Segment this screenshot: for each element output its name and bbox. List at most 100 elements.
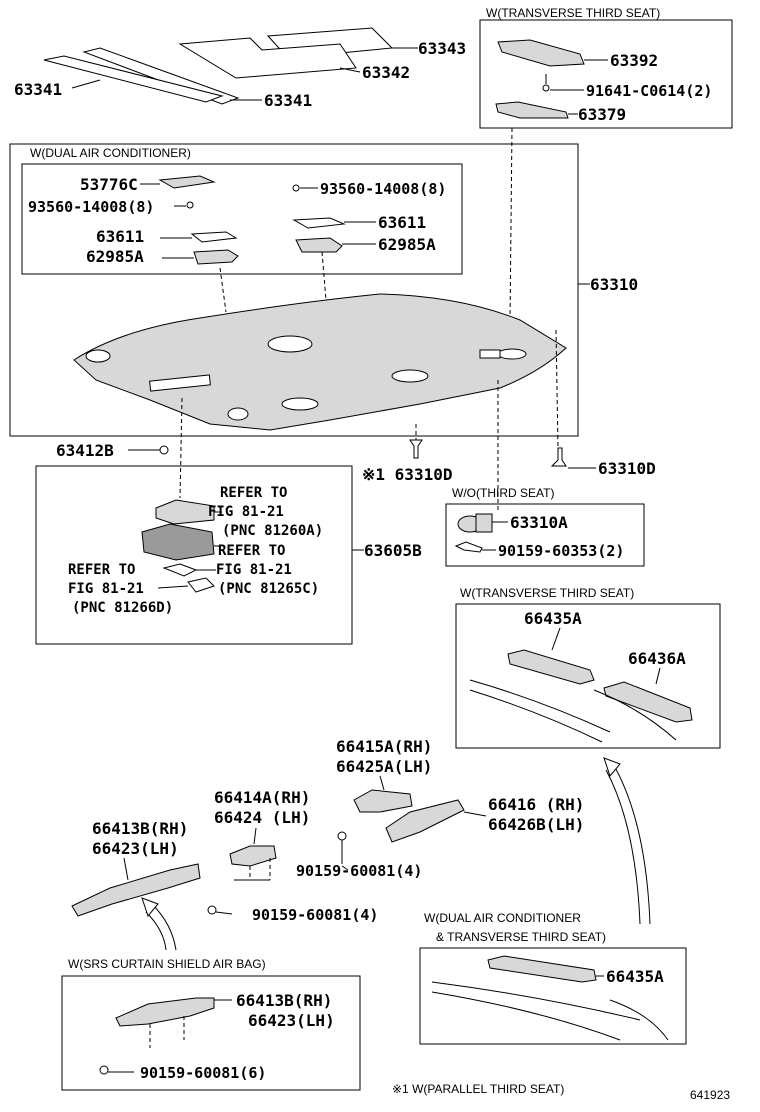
transverse-seat-box-mid xyxy=(455,603,721,749)
ref-2-line-c: (PNC 81265C) xyxy=(218,581,319,597)
label-63341-right: 63341 xyxy=(264,91,312,110)
label-53776c: 53776C xyxy=(80,175,138,194)
part-66414a-shape xyxy=(229,845,277,867)
label-63342: 63342 xyxy=(362,63,410,82)
label-63611-left: 63611 xyxy=(96,227,144,246)
part-62985a-left-shape xyxy=(193,249,239,265)
screw-90159-c-head xyxy=(99,1065,109,1075)
ref-3-line-c: (PNC 81266D) xyxy=(72,600,173,616)
label-66414a: 66414A(RH) xyxy=(214,788,310,807)
board-63342 xyxy=(178,37,357,79)
dual-ac-inner-box xyxy=(21,163,463,275)
label-66423: 66423(LH) xyxy=(92,839,179,858)
part-66436a-shape xyxy=(603,681,693,723)
clip-93560-left xyxy=(186,201,194,209)
label-66435a-top: 66435A xyxy=(524,609,582,628)
caption-srs: W(SRS CURTAIN SHIELD AIR BAG) xyxy=(68,957,266,971)
screw-90159-60353 xyxy=(454,541,483,553)
label-66425a: 66425A(LH) xyxy=(336,757,432,776)
screw-90159-b-head xyxy=(207,905,217,915)
screw-91641 xyxy=(542,84,550,92)
clip-93560-right xyxy=(292,184,300,192)
part-63310a-body xyxy=(475,513,493,533)
label-63379: 63379 xyxy=(578,105,626,124)
arrow-to-mid-box xyxy=(611,761,651,925)
board-63341-lower xyxy=(43,55,224,103)
label-66426b: 66426B(LH) xyxy=(488,815,584,834)
label-63343: 63343 xyxy=(418,39,466,58)
part-63611-right-shape xyxy=(292,217,346,229)
dome-lamp-box xyxy=(35,465,353,645)
label-93560-right: 93560-14008(8) xyxy=(320,180,446,198)
ref-1-line-c: (PNC 81260A) xyxy=(222,523,323,539)
label-63341-left: 63341 xyxy=(14,80,62,99)
arrow-head-mid xyxy=(603,757,621,778)
part-66416-shape xyxy=(385,799,465,843)
srs-box xyxy=(61,975,361,1091)
headliner-shape xyxy=(73,293,567,431)
label-66413b-bottom: 66413B(RH) xyxy=(236,991,332,1010)
dual-trans-box xyxy=(419,947,687,1045)
label-63310: 63310 xyxy=(590,275,638,294)
lamp-housing-shape xyxy=(141,523,215,561)
trim-boards-group xyxy=(43,27,418,105)
label-66424: 66424 (LH) xyxy=(214,808,310,827)
label-63310d-right: 63310D xyxy=(598,459,656,478)
part-63379-shape xyxy=(495,101,569,119)
label-63392: 63392 xyxy=(610,51,658,70)
roof-line-bottom-2 xyxy=(431,991,621,1041)
caption-dual-ac: W(DUAL AIR CONDITIONER) xyxy=(30,146,191,160)
roof-line-mid-2 xyxy=(469,689,603,743)
label-90159-b: 90159-60081(4) xyxy=(252,906,378,924)
label-93560-left: 93560-14008(8) xyxy=(28,198,154,216)
label-66416: 66416 (RH) xyxy=(488,795,584,814)
label-62985a-right: 62985A xyxy=(378,235,436,254)
caption-dual-trans-2: & TRANSVERSE THIRD SEAT) xyxy=(436,930,606,944)
transverse-seat-box-top xyxy=(479,19,733,129)
part-66435a-bottom-shape xyxy=(487,955,597,983)
roof-line-bottom-1 xyxy=(431,981,641,1021)
roof-line-mid-1 xyxy=(469,679,611,733)
label-90159-a: 90159-60081(4) xyxy=(296,862,422,880)
caption-transverse-mid: W(TRANSVERSE THIRD SEAT) xyxy=(460,586,634,600)
part-66415a-shape xyxy=(353,789,413,813)
label-62985a-left: 62985A xyxy=(86,247,144,266)
label-66436a: 66436A xyxy=(628,649,686,668)
clip-63412b xyxy=(159,445,169,455)
part-62985a-right-shape xyxy=(295,237,343,253)
part-63611-left-shape xyxy=(190,231,238,243)
label-91641: 91641-C0614(2) xyxy=(586,82,712,100)
lamp-81266d-shape xyxy=(187,577,215,593)
part-66435a-top-shape xyxy=(507,649,595,685)
ref-2-line-b: FIG 81-21 xyxy=(216,562,292,578)
ref-1-line-a: REFER TO xyxy=(220,485,287,501)
ref-1-line-b: FIG 81-21 xyxy=(208,504,284,520)
arrow-head-srs xyxy=(141,897,159,918)
label-66413b: 66413B(RH) xyxy=(92,819,188,838)
ref-3-line-a: REFER TO xyxy=(68,562,135,578)
clip-63310d-right xyxy=(550,447,567,467)
label-90159-60353: 90159-60353(2) xyxy=(498,542,624,560)
label-63310a: 63310A xyxy=(510,513,568,532)
ref-3-line-b: FIG 81-21 xyxy=(68,581,144,597)
caption-dual-trans-1: W(DUAL AIR CONDITIONER xyxy=(424,911,581,925)
figure-number: 641923 xyxy=(690,1088,730,1102)
ref-2-line-a: REFER TO xyxy=(218,543,285,559)
label-63605b: 63605B xyxy=(364,541,422,560)
screw-90159-a-head xyxy=(337,831,347,841)
caption-wo-third: W/O(THIRD SEAT) xyxy=(452,486,554,500)
lamp-81265c-shape xyxy=(162,563,198,577)
arrow-to-srs-box xyxy=(151,903,177,951)
clip-63310d-mid xyxy=(409,439,423,459)
part-53776c-shape xyxy=(158,175,216,189)
footnote: ※1 W(PARALLEL THIRD SEAT) xyxy=(392,1082,564,1096)
lamp-81260a-shape xyxy=(155,499,215,525)
headliner-box xyxy=(9,143,579,437)
roof-line-mid-3 xyxy=(593,689,677,741)
label-90159-c: 90159-60081(6) xyxy=(140,1064,266,1082)
part-63392-shape xyxy=(497,39,585,67)
caption-transverse-top: W(TRANSVERSE THIRD SEAT) xyxy=(486,6,660,20)
label-66423-bottom: 66423(LH) xyxy=(248,1011,335,1030)
label-66435a-bottom: 66435A xyxy=(606,967,664,986)
